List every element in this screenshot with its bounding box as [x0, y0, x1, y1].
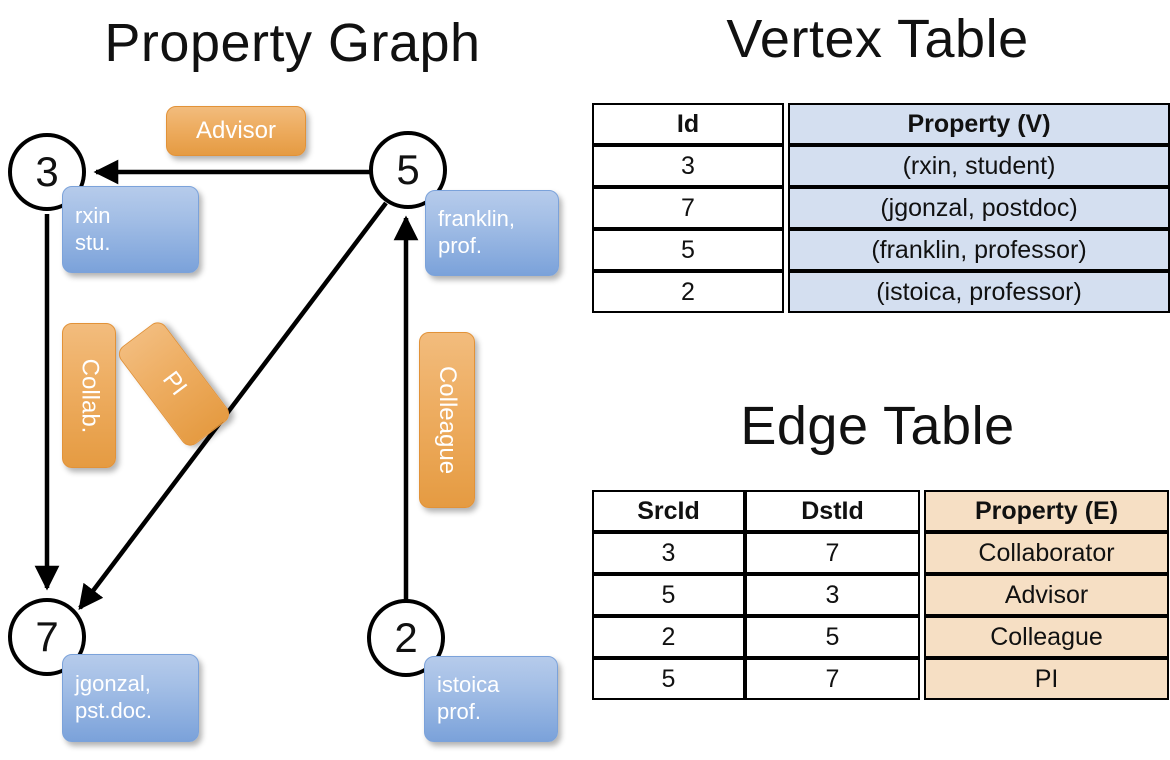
edge-header-property: Property (E) [924, 490, 1169, 532]
edge-cell-srcid: 5 [592, 574, 745, 616]
column-gap [784, 229, 788, 271]
edge-header-dstid: DstId [745, 490, 920, 532]
table-row: 5 7 PI [592, 658, 1169, 700]
vertex-cell-id: 2 [592, 271, 784, 313]
table-row: 5 (franklin, professor) [592, 229, 1170, 271]
edge-cell-property: Collaborator [924, 532, 1169, 574]
node-property-line: jgonzal, [75, 671, 151, 697]
edge-cell-property: Colleague [924, 616, 1169, 658]
edge-cell-dstid: 7 [745, 532, 920, 574]
edge-label-collab: Collab. [62, 323, 116, 468]
column-gap [920, 490, 924, 532]
vertex-cell-id: 5 [592, 229, 784, 271]
edge-cell-dstid: 3 [745, 574, 920, 616]
page-title-vertex-table: Vertex Table [726, 9, 1029, 69]
edge-cell-srcid: 3 [592, 532, 745, 574]
node-property-box-istoica: istoica prof. [424, 656, 558, 742]
table-row: 5 3 Advisor [592, 574, 1169, 616]
column-gap [784, 145, 788, 187]
edge-5-to-7 [78, 201, 388, 610]
node-property-line: istoica [437, 672, 500, 698]
graph-node-2[interactable]: 2 [367, 599, 445, 677]
node-property-line: franklin, [438, 206, 516, 232]
property-graph-panel: Property Graph 3 5 7 2 rxin stu. frankli… [8, 13, 559, 742]
column-gap [920, 532, 924, 574]
page-title-property-graph: Property Graph [104, 13, 481, 73]
table-row: 7 (jgonzal, postdoc) [592, 187, 1170, 229]
column-gap [784, 271, 788, 313]
edge-label-advisor: Advisor [166, 106, 306, 156]
node-property-line: stu. [75, 229, 111, 255]
column-gap [920, 658, 924, 700]
node-property-line: prof. [438, 233, 483, 258]
node-property-line: prof. [437, 699, 482, 724]
edge-table: SrcId DstId Property (E) 3 7 Collaborato… [592, 490, 1169, 700]
edge-cell-dstid: 5 [745, 616, 920, 658]
node-property-line: rxin [75, 202, 111, 228]
table-header-row: SrcId DstId Property (E) [592, 490, 1169, 532]
table-header-row: Id Property (V) [592, 103, 1170, 145]
table-row: 3 (rxin, student) [592, 145, 1170, 187]
edge-label-text: PI [156, 366, 193, 401]
vertex-cell-property: (rxin, student) [788, 145, 1170, 187]
table-row: 2 5 Colleague [592, 616, 1169, 658]
node-property-box-franklin: franklin, prof. [425, 190, 559, 276]
vertex-table: Id Property (V) 3 (rxin, student) 7 (jgo… [592, 103, 1170, 313]
edge-label-colleague: Colleague [419, 332, 475, 508]
edge-cell-property: PI [924, 658, 1169, 700]
node-property-box-rxin: rxin stu. [62, 186, 199, 273]
node-property-line: pst.doc. [75, 698, 153, 723]
vertex-cell-property: (jgonzal, postdoc) [788, 187, 1170, 229]
edge-cell-srcid: 2 [592, 616, 745, 658]
edge-header-srcid: SrcId [592, 490, 745, 532]
vertex-cell-id: 7 [592, 187, 784, 229]
edge-label-text: Collab. [76, 358, 103, 433]
node-property-box-jgonzal: jgonzal, pst.doc. [62, 654, 199, 742]
page-title-edge-table: Edge Table [740, 396, 1015, 456]
edge-label-text: Colleague [434, 365, 461, 475]
column-gap [784, 103, 788, 145]
column-gap [784, 187, 788, 229]
vertex-cell-property: (franklin, professor) [788, 229, 1170, 271]
graph-node-5[interactable]: 5 [369, 131, 447, 209]
column-gap [920, 574, 924, 616]
vertex-cell-property: (istoica, professor) [788, 271, 1170, 313]
vertex-cell-id: 3 [592, 145, 784, 187]
vertex-header-id: Id [592, 103, 784, 145]
column-gap [920, 616, 924, 658]
edge-label-text: Advisor [195, 117, 277, 144]
table-row: 2 (istoica, professor) [592, 271, 1170, 313]
vertex-header-property: Property (V) [788, 103, 1170, 145]
graph-edges-svg [34, 159, 419, 610]
edge-cell-srcid: 5 [592, 658, 745, 700]
edge-cell-dstid: 7 [745, 658, 920, 700]
table-row: 3 7 Collaborator [592, 532, 1169, 574]
edge-cell-property: Advisor [924, 574, 1169, 616]
